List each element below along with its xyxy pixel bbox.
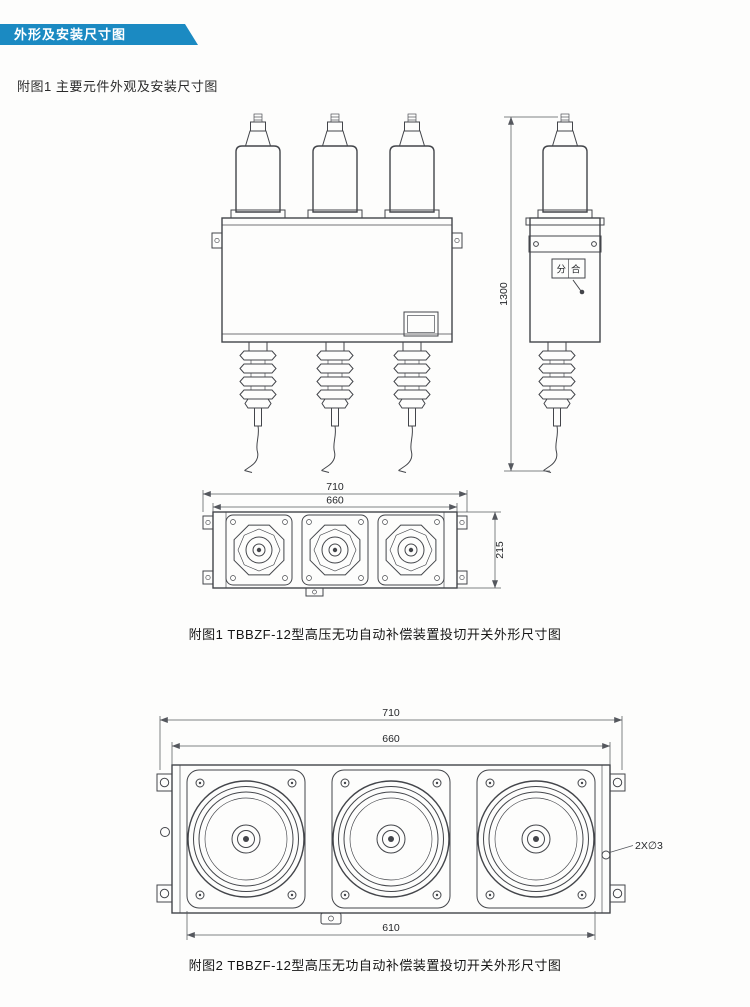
mount-tab-right: [451, 232, 463, 249]
mounting-hole-right: [601, 850, 611, 860]
side-view: 分合: [525, 113, 605, 473]
hole-note-label: 2X∅3: [635, 840, 663, 852]
top-view-large: 710 660 610 2X∅3: [156, 707, 663, 940]
intro-text: 附图1 主要元件外观及安装尺寸图: [17, 79, 218, 94]
dim-610-label: 610: [382, 922, 400, 934]
insulator-middle: [316, 341, 354, 473]
pole-unit-right: [377, 514, 445, 586]
figure1-caption: 附图1 TBBZF-12型高压无功自动补偿装置投切开关外形尺寸图: [188, 627, 562, 642]
dim-710-small-label: 710: [326, 481, 344, 493]
top-view-large-body: [171, 764, 611, 914]
capacitor-unit-right: [476, 769, 596, 909]
bottom-tab-large: [320, 912, 342, 925]
pole-unit-middle: [301, 514, 369, 586]
bushing-right: [384, 113, 440, 219]
dim-660-small-label: 660: [326, 495, 344, 507]
dim-1300-label: 1300: [498, 282, 510, 306]
mounting-hole-left: [160, 827, 170, 837]
pole-unit-left: [225, 514, 293, 586]
bushing-side: [537, 113, 593, 219]
dim-215-label: 215: [494, 541, 506, 559]
figure2-caption: 附图2 TBBZF-12型高压无功自动补偿装置投切开关外形尺寸图: [188, 958, 562, 973]
switch-body-side: [529, 217, 601, 343]
bottom-tab: [305, 587, 324, 597]
insulator-right: [393, 341, 431, 473]
insulator-side: [538, 341, 576, 473]
nameplate-window: [403, 311, 439, 337]
hatched-band: [528, 235, 602, 253]
capacitor-unit-middle: [331, 769, 451, 909]
open-close-label: 分合: [556, 264, 585, 276]
switch-lever: [572, 279, 582, 292]
bushing-left: [230, 113, 286, 219]
insulator-left: [239, 341, 277, 473]
top-view-small-body: [212, 511, 458, 589]
bushing-middle: [307, 113, 363, 219]
switch-body: [221, 217, 453, 343]
mount-tab-left: [211, 232, 223, 249]
dim-660-large-label: 660: [382, 733, 400, 745]
section-banner-label: 外形及安装尺寸图: [14, 27, 127, 42]
dim-710-large-label: 710: [382, 707, 400, 719]
front-view: [211, 113, 463, 473]
top-view-small: 710 660 215: [202, 481, 506, 597]
section-banner: 外形及安装尺寸图: [0, 24, 198, 45]
dimension-1300: 1300: [498, 116, 558, 472]
capacitor-unit-left: [186, 769, 306, 909]
